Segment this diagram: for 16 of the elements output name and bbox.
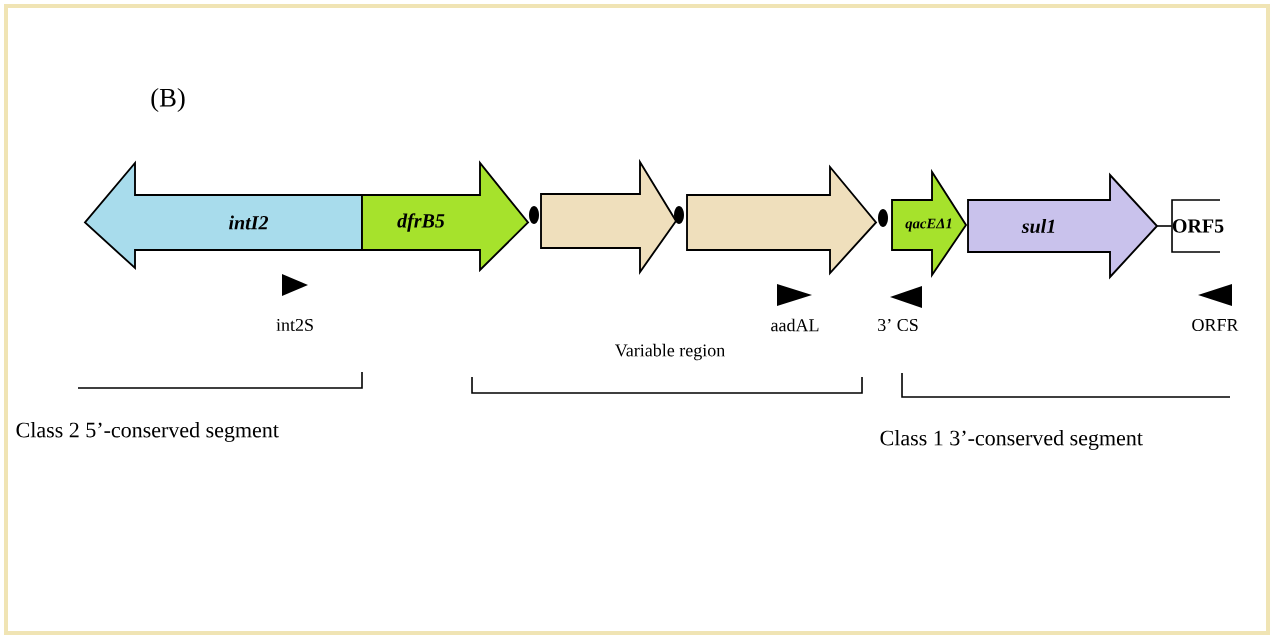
primer-label: aadAL: [771, 318, 819, 332]
gene-block: [540, 158, 678, 275]
gene-block: sul1: [967, 172, 1159, 280]
primer-label: int2S: [276, 318, 313, 332]
region-label: Variable region: [615, 343, 725, 361]
gene-block: dfrB5: [361, 160, 530, 273]
connector-line: [1156, 225, 1173, 227]
gene-block: qacEΔ1: [891, 168, 968, 279]
gene-block: intI2: [83, 160, 363, 271]
primer-label: 3’ CS: [878, 318, 918, 332]
panel-letter: (B): [151, 87, 185, 113]
region-label: Class 1 3’-conserved segment: [880, 430, 1143, 450]
bracket-box: ORF5: [1171, 199, 1224, 253]
region-label: Class 2 5’-conserved segment: [16, 422, 279, 442]
gene-block: [686, 164, 878, 276]
primer-label: ORFR: [1192, 318, 1239, 332]
